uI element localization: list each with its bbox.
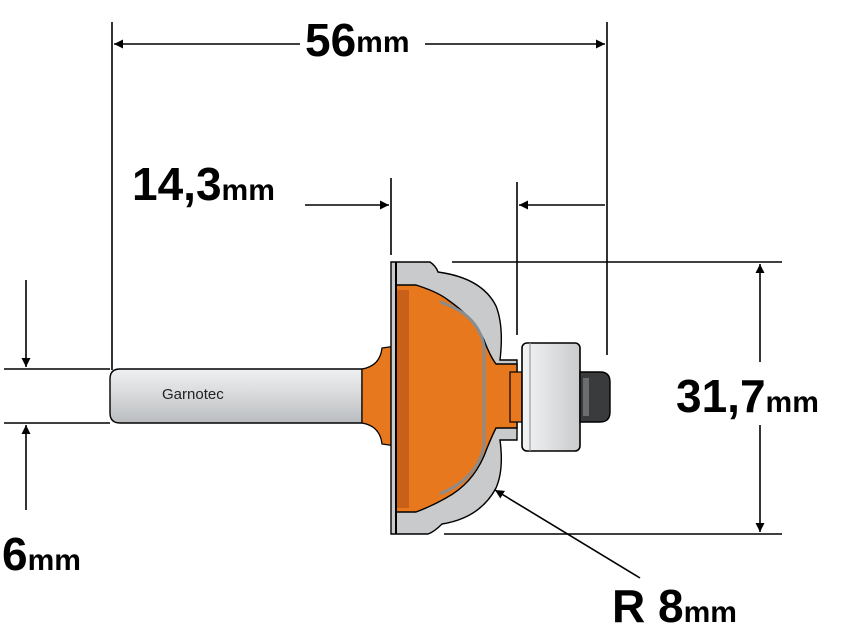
cutter-body-shade [397, 290, 409, 508]
extension-lines [4, 22, 782, 535]
dim-14-3-unit: mm [222, 174, 275, 207]
router-bit: Garnotec [109, 261, 611, 535]
dim-14-3-value: 14,3 [132, 158, 222, 210]
cutter-profile-arc [439, 300, 486, 496]
shank [109, 368, 363, 424]
dimension-labels: 56mm 14,3mm 31,7mm 6mm R 8mm [2, 14, 819, 630]
dim-14-3-label: 14,3mm [132, 158, 275, 210]
dimension-lines [21, 39, 765, 579]
dim-r8-unit: mm [684, 596, 737, 629]
guide-bearing [521, 342, 581, 452]
cutter-body [395, 284, 518, 513]
dim-6-unit: mm [28, 544, 81, 577]
dim-56-unit: mm [356, 26, 409, 59]
brand-label: Garnotec [162, 386, 224, 403]
bearing-spacer [509, 371, 523, 423]
dim-r8-value: R 8 [612, 580, 684, 630]
radius-leader-line [494, 489, 641, 579]
dim-31-7-label: 31,7mm [676, 370, 819, 422]
dim-56-value: 56 [305, 14, 356, 66]
dim-56-label: 56mm [305, 14, 410, 66]
dim-r8-label: R 8mm [612, 580, 737, 630]
bearing-nut-highlight [583, 378, 589, 416]
dim-6-label: 6mm [2, 528, 81, 580]
dim-6-value: 6 [2, 528, 28, 580]
dim-31-7-value: 31,7 [676, 370, 766, 422]
dim-31-7-unit: mm [766, 386, 819, 419]
